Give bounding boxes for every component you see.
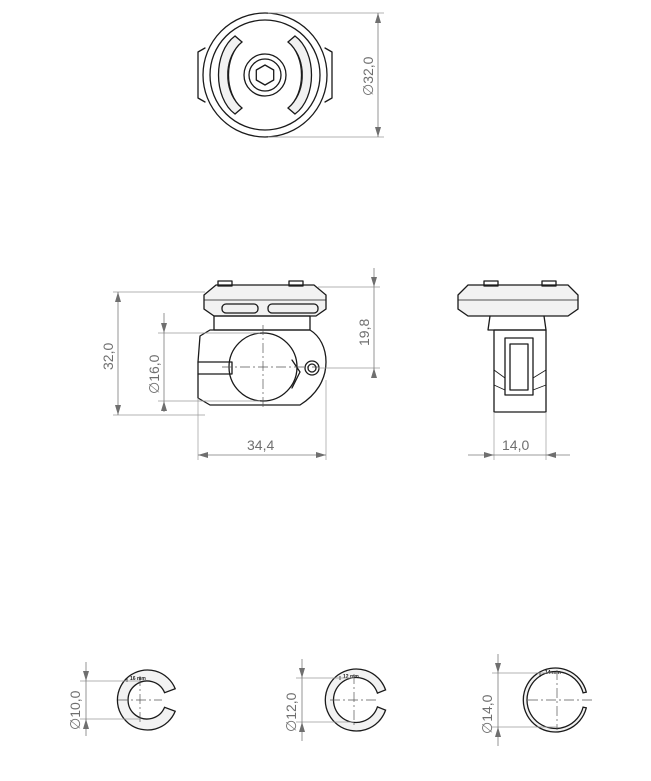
shim-small: 16 mm ∅10,0 bbox=[67, 662, 177, 736]
top-diameter-label: ∅32,0 bbox=[360, 56, 376, 96]
side-view: 14,0 bbox=[457, 280, 579, 460]
front-view: 32,0 ∅16,0 19,8 34,4 bbox=[100, 268, 380, 460]
front-width-label: 34,4 bbox=[247, 437, 274, 453]
hex-socket-icon bbox=[255, 64, 275, 86]
shim-large: 14 mm ∅14,0 bbox=[479, 654, 592, 746]
front-height-label: 32,0 bbox=[100, 343, 116, 370]
side-width-label: 14,0 bbox=[502, 437, 529, 453]
shim-medium-size-label: 12 mm bbox=[343, 674, 359, 680]
shim-medium-diameter-label: ∅12,0 bbox=[283, 692, 299, 732]
shim-large-diameter-label: ∅14,0 bbox=[479, 694, 495, 734]
upper-height-label: 19,8 bbox=[356, 319, 372, 346]
shim-medium: 12 mm ∅12,0 bbox=[283, 659, 387, 741]
shim-small-size-label: 16 mm bbox=[130, 676, 146, 682]
top-view: ∅32,0 bbox=[197, 12, 384, 138]
shim-small-diameter-label: ∅10,0 bbox=[67, 690, 83, 730]
clamp-diameter-label: ∅16,0 bbox=[146, 354, 162, 394]
